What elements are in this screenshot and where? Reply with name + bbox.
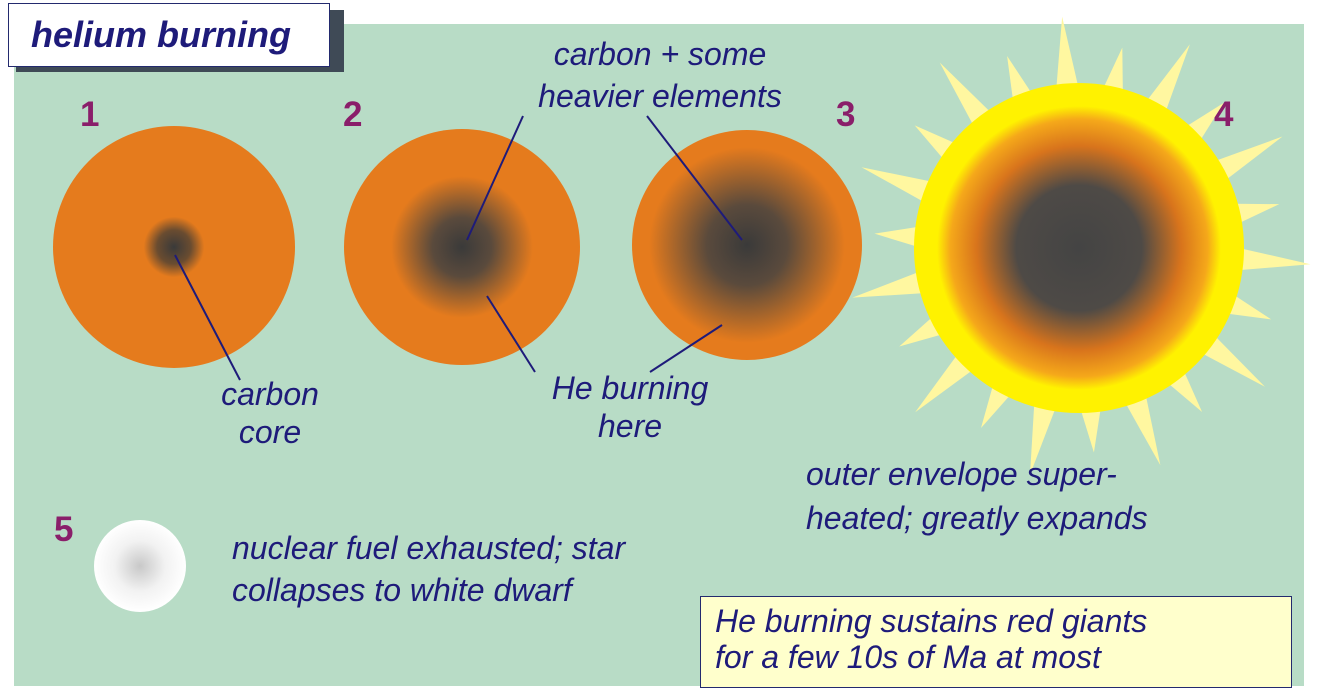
sun-ray	[1030, 391, 1060, 475]
label-envelope-line2: heated; greatly expands	[806, 500, 1148, 536]
label-carbon-core-line1: carbon	[221, 376, 319, 412]
leader-carbon-core	[174, 254, 241, 381]
sun-ray	[852, 267, 936, 298]
stage-number-4: 4	[1214, 95, 1234, 134]
summary-note: He burning sustains red giants for a few…	[700, 596, 1292, 688]
star-stage-2	[344, 129, 580, 365]
label-carbon-core-line2: core	[238, 414, 302, 450]
stage-number-3: 3	[836, 95, 856, 134]
stage-number-1: 1	[80, 95, 100, 134]
leader-he-burning-2	[486, 295, 536, 373]
label-envelope-line1: outer envelope super-	[806, 456, 1117, 492]
summary-note-line1: He burning sustains red giants	[715, 603, 1148, 639]
stage-number-5: 5	[54, 510, 74, 549]
star-stage-1	[53, 126, 295, 368]
white-dwarf	[94, 520, 186, 612]
sun-ray	[1227, 245, 1311, 272]
leader-carbon-heavier-3	[646, 115, 743, 241]
leader-carbon-heavier-2	[466, 115, 524, 241]
label-white-dwarf-line2: collapses to white dwarf	[232, 572, 572, 608]
title-box: helium burning	[8, 3, 330, 67]
stage-number-2: 2	[343, 95, 363, 134]
label-carbon-heavier-line2: heavier elements	[538, 78, 782, 114]
label-he-burning-line2: here	[597, 408, 663, 444]
label-carbon-heavier-line1: carbon + some	[553, 36, 767, 72]
star-stage-3	[632, 130, 862, 360]
page-title: helium burning	[31, 14, 291, 55]
star-stage-4-red-giant	[914, 83, 1244, 413]
label-white-dwarf-line1: nuclear fuel exhausted; star	[232, 530, 626, 566]
summary-note-line2: for a few 10s of Ma at most	[715, 639, 1101, 675]
leader-he-burning-3	[649, 324, 723, 373]
sun-ray	[1055, 16, 1081, 100]
label-he-burning-line1: He burning	[551, 370, 709, 406]
